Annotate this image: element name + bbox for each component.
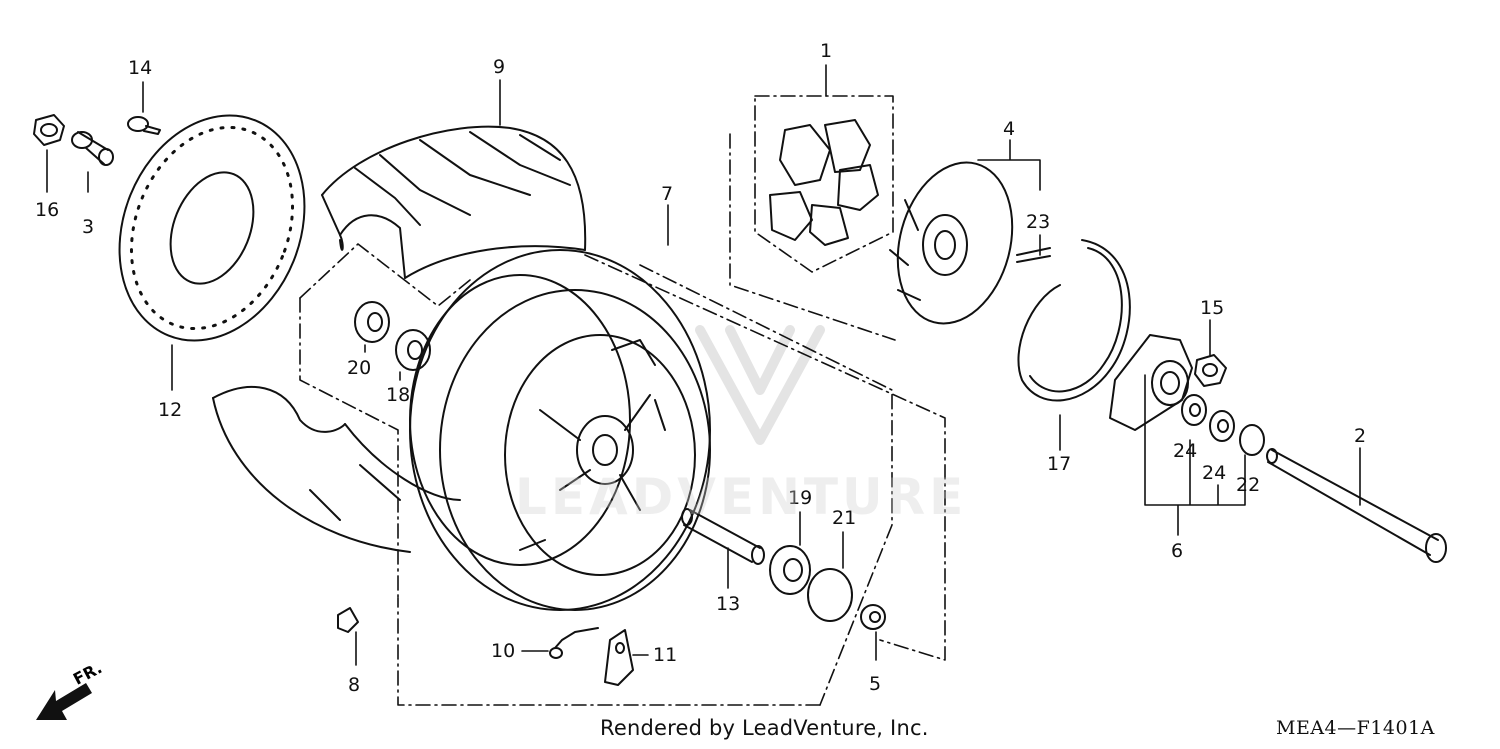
callout-13: 13 [716, 593, 740, 615]
callout-23: 23 [1026, 211, 1050, 233]
damper-outline [754, 95, 894, 273]
driven-flange [889, 161, 1014, 325]
callout-17: 17 [1047, 453, 1071, 475]
brake-disc [118, 114, 306, 342]
watermark-text: LEADVENTURE [515, 468, 968, 526]
valve-10 [549, 627, 599, 659]
assembly-outline-inner [639, 264, 893, 706]
bearing-24a [1181, 394, 1207, 426]
callout-5: 5 [869, 673, 881, 695]
seal-22 [1239, 424, 1265, 456]
bearing-24b [1209, 410, 1235, 442]
callout-10: 10 [491, 640, 515, 662]
callout-12: 12 [158, 399, 182, 421]
clip-8 [337, 607, 359, 633]
callout-18: 18 [386, 384, 410, 406]
damper-outline-2 [729, 133, 896, 341]
leader-lines [46, 64, 1361, 666]
callout-14: 14 [128, 57, 152, 79]
callout-21: 21 [832, 507, 856, 529]
front-arrow-icon [36, 683, 92, 720]
damper-rubbers [769, 119, 879, 246]
callout-24a: 24 [1173, 440, 1197, 462]
bearing-20 [354, 301, 390, 343]
oring-21 [807, 568, 853, 622]
collar-3 [71, 131, 114, 166]
callout-8: 8 [348, 674, 360, 696]
assembly-outline-left [299, 297, 399, 599]
watermark-logo [695, 325, 825, 445]
callout-1: 1 [820, 40, 832, 62]
assembly-outline-wheel [299, 243, 946, 706]
callout-15: 15 [1200, 297, 1224, 319]
bearing-18 [395, 329, 431, 371]
collar-13 [681, 508, 765, 565]
diagram-code: MEA4—F1401A [1276, 717, 1435, 739]
callout-7: 7 [661, 183, 673, 205]
callout-9: 9 [493, 56, 505, 78]
weight-11 [604, 629, 634, 686]
callout-3: 3 [82, 216, 94, 238]
collar-5 [860, 604, 886, 630]
axle-2 [1266, 448, 1447, 563]
callout-16: 16 [35, 199, 59, 221]
callout-2: 2 [1354, 425, 1366, 447]
callout-20: 20 [347, 357, 371, 379]
wheel-rim [409, 249, 711, 611]
nut-15 [1194, 354, 1227, 387]
callout-24b: 24 [1202, 462, 1226, 484]
stud-23 [1016, 247, 1051, 263]
callout-19: 19 [788, 487, 812, 509]
nut-16 [33, 114, 65, 146]
tire-lower [212, 385, 461, 553]
callout-6: 6 [1171, 540, 1183, 562]
callout-22: 22 [1236, 474, 1260, 496]
circlip-17 [1017, 239, 1131, 402]
bolt-14 [127, 116, 161, 135]
final-flange [1109, 334, 1193, 431]
tire-upper [321, 125, 587, 279]
callout-4: 4 [1003, 118, 1015, 140]
footer-credit: Rendered by LeadVenture, Inc. [600, 716, 929, 740]
callout-11: 11 [653, 644, 677, 666]
callout-labels: 1 2 3 4 5 6 7 8 9 10 11 12 13 14 15 16 1… [35, 40, 1366, 696]
bearing-19 [769, 545, 811, 595]
